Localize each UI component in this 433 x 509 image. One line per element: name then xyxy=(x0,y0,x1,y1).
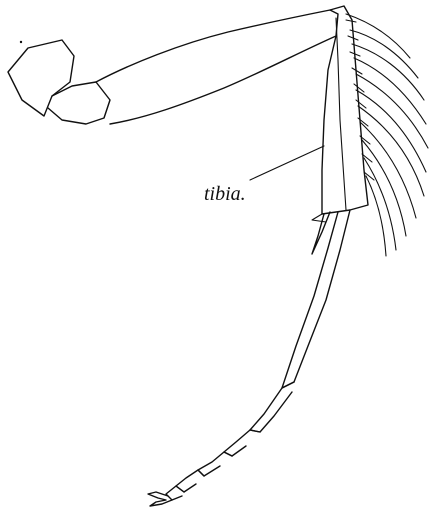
ink-dot xyxy=(20,41,22,43)
tibia-inner-edge xyxy=(336,18,346,210)
tarsus-segment-3 xyxy=(198,452,232,476)
tarsus-segment-2 xyxy=(224,430,260,456)
tibia-leader-line xyxy=(250,146,324,180)
tibia-segment xyxy=(322,6,368,214)
tibia-label: tibia. xyxy=(204,183,246,205)
trochanter-segment xyxy=(48,82,110,124)
tarsus-segment-1 xyxy=(250,382,294,432)
metatarsus-segment xyxy=(282,210,350,388)
tibia-setae xyxy=(346,14,428,256)
claws xyxy=(148,492,172,506)
coxa-segment xyxy=(8,40,74,116)
femur-joint-line xyxy=(104,100,110,118)
tarsus-segment-5 xyxy=(166,486,184,500)
femur-segment xyxy=(96,10,338,124)
